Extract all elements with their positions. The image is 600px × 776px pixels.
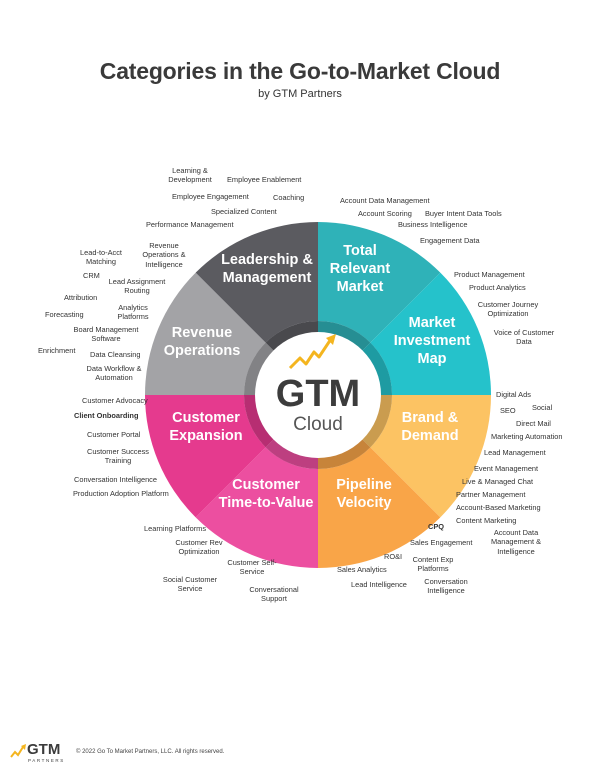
label-forecasting: Forecasting	[45, 310, 84, 319]
growth-arrow-icon	[288, 334, 336, 370]
footer: GTM PARTNERS © 2022 Go To Market Partner…	[0, 738, 600, 768]
label-customer-self-service: Customer Self-Service	[227, 558, 277, 577]
label-account-data-management: Account Data Management	[340, 196, 430, 205]
label-data-cleansing: Data Cleansing	[90, 350, 141, 359]
center-logo-text: GTM	[276, 373, 360, 415]
label-event-management: Event Management	[474, 464, 539, 473]
segment-label-brand-demand: Brand &Demand	[401, 410, 458, 444]
label-sales-analytics: Sales Analytics	[337, 565, 387, 574]
page-subtitle: by GTM Partners	[258, 88, 342, 100]
label-enrichment: Enrichment	[38, 346, 76, 355]
footer-logo-sub: PARTNERS	[28, 758, 65, 763]
label-data-workflow-automation: Data Workflow &Automation	[86, 364, 142, 383]
label-learning-platforms: Learning Platforms	[144, 524, 207, 533]
label-content-marketing: Content Marketing	[456, 516, 517, 525]
label-employee-engagement: Employee Engagement	[172, 192, 249, 201]
label-coaching: Coaching	[273, 193, 305, 202]
label-specialized-content: Specialized Content	[211, 207, 277, 216]
label-marketing-automation: Marketing Automation	[491, 432, 563, 441]
label-performance-management: Performance Management	[146, 220, 234, 229]
label-conversation-intelligence: Conversation Intelligence	[74, 475, 157, 484]
label-production-adoption-platform: Production Adoption Platform	[73, 489, 169, 498]
page-title: Categories in the Go-to-Market Cloud	[99, 58, 501, 84]
label-cpq: CPQ	[428, 522, 445, 531]
label-partner-management: Partner Management	[456, 490, 526, 499]
label-social: Social	[532, 403, 553, 412]
label-employee-enablement: Employee Enablement	[227, 175, 302, 184]
label-customer-advocacy: Customer Advocacy	[82, 396, 148, 405]
label-seo: SEO	[500, 406, 516, 415]
label-product-analytics: Product Analytics	[469, 283, 526, 292]
footer-logo-text: GTM	[27, 741, 61, 758]
label-learning-development: Learning &Development	[168, 166, 212, 185]
label-attribution: Attribution	[64, 293, 98, 302]
label-product-management: Product Management	[454, 270, 525, 279]
label-lead-intelligence: Lead Intelligence	[351, 580, 407, 589]
label-live-managed-chat: Live & Managed Chat	[462, 477, 534, 486]
label-account-scoring: Account Scoring	[358, 209, 412, 218]
label-crm: CRM	[83, 271, 100, 280]
label-account-based-marketing: Account-Based Marketing	[456, 503, 541, 512]
footer-copyright: © 2022 Go To Market Partners, LLC. All r…	[76, 749, 225, 755]
footer-logo-arrow-icon	[10, 744, 26, 758]
label-sales-engagement: Sales Engagement	[410, 538, 473, 547]
label-lead-management: Lead Management	[484, 448, 546, 457]
label-digital-ads: Digital Ads	[496, 390, 531, 399]
segment-label-leadership-management: Leadership &Management	[221, 252, 313, 286]
label-customer-portal: Customer Portal	[87, 430, 141, 439]
label-buyer-intent-data-tools: Buyer Intent Data Tools	[425, 209, 502, 218]
label-direct-mail: Direct Mail	[516, 419, 551, 428]
label-roi: RO&I	[384, 552, 403, 561]
center-sub-text: Cloud	[293, 414, 343, 435]
label-engagement-data: Engagement Data	[420, 236, 480, 245]
label-business-intelligence: Business Intelligence	[398, 220, 468, 229]
center-disc	[255, 332, 381, 458]
label-client-onboarding: Client Onboarding	[74, 411, 139, 420]
